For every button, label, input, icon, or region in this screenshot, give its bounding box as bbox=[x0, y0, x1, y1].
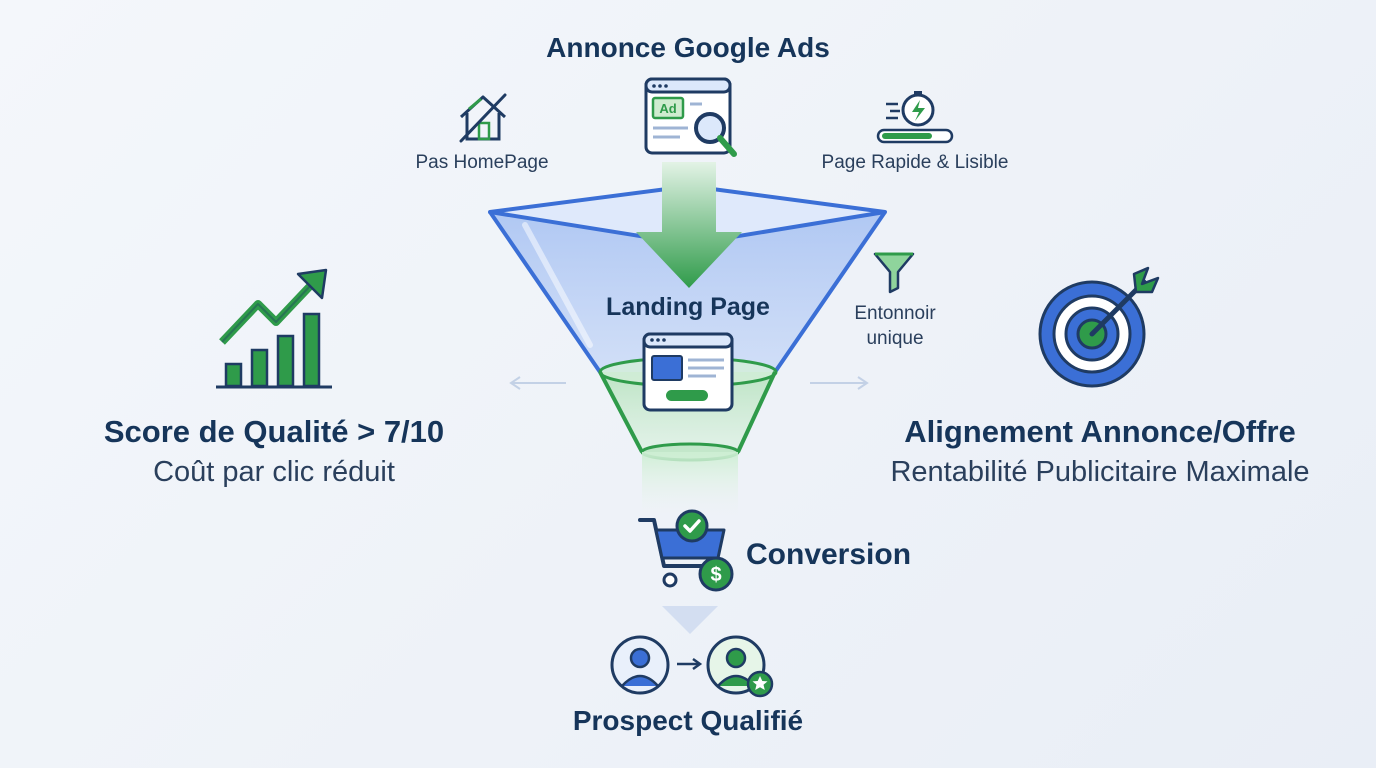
right-faint-arrow bbox=[810, 376, 869, 390]
visitor-avatar-icon bbox=[610, 635, 670, 695]
ad-badge: Ad bbox=[659, 101, 676, 116]
quality-score-subtitle: Coût par clic réduit bbox=[153, 456, 395, 488]
single-funnel-line2: unique bbox=[866, 328, 924, 349]
single-funnel-note: Entonnoir unique bbox=[830, 301, 960, 351]
growth-chart-icon bbox=[216, 268, 332, 389]
funnel-filter-icon bbox=[873, 252, 915, 294]
left-faint-arrow bbox=[509, 376, 566, 390]
fast-page-label: Page Rapide & Lisible bbox=[821, 152, 1009, 173]
alignment-title: Alignement Annonce/Offre bbox=[904, 414, 1296, 449]
cart-conversion-icon: $ bbox=[638, 509, 734, 592]
no-homepage-label: Pas HomePage bbox=[415, 152, 549, 173]
landing-page-icon bbox=[642, 332, 734, 412]
alignment-subtitle: Rentabilité Publicitaire Maximale bbox=[890, 456, 1310, 488]
target-icon bbox=[1038, 266, 1160, 388]
svg-text:$: $ bbox=[710, 564, 721, 586]
landing-page-label: Landing Page bbox=[606, 293, 770, 321]
conversion-label: Conversion bbox=[746, 538, 912, 571]
ad-search-icon: Ad bbox=[644, 77, 737, 157]
down-chevron bbox=[662, 606, 718, 634]
single-funnel-line1: Entonnoir bbox=[854, 303, 936, 324]
quality-score-title: Score de Qualité > 7/10 bbox=[103, 414, 445, 449]
prospect-arrow bbox=[677, 657, 703, 671]
qualified-prospect-label: Prospect Qualifié bbox=[572, 705, 804, 736]
ad-title: Annonce Google Ads bbox=[546, 32, 830, 63]
speed-icon bbox=[876, 91, 954, 144]
qualified-avatar-icon bbox=[706, 635, 774, 698]
no-home-icon bbox=[459, 93, 507, 143]
